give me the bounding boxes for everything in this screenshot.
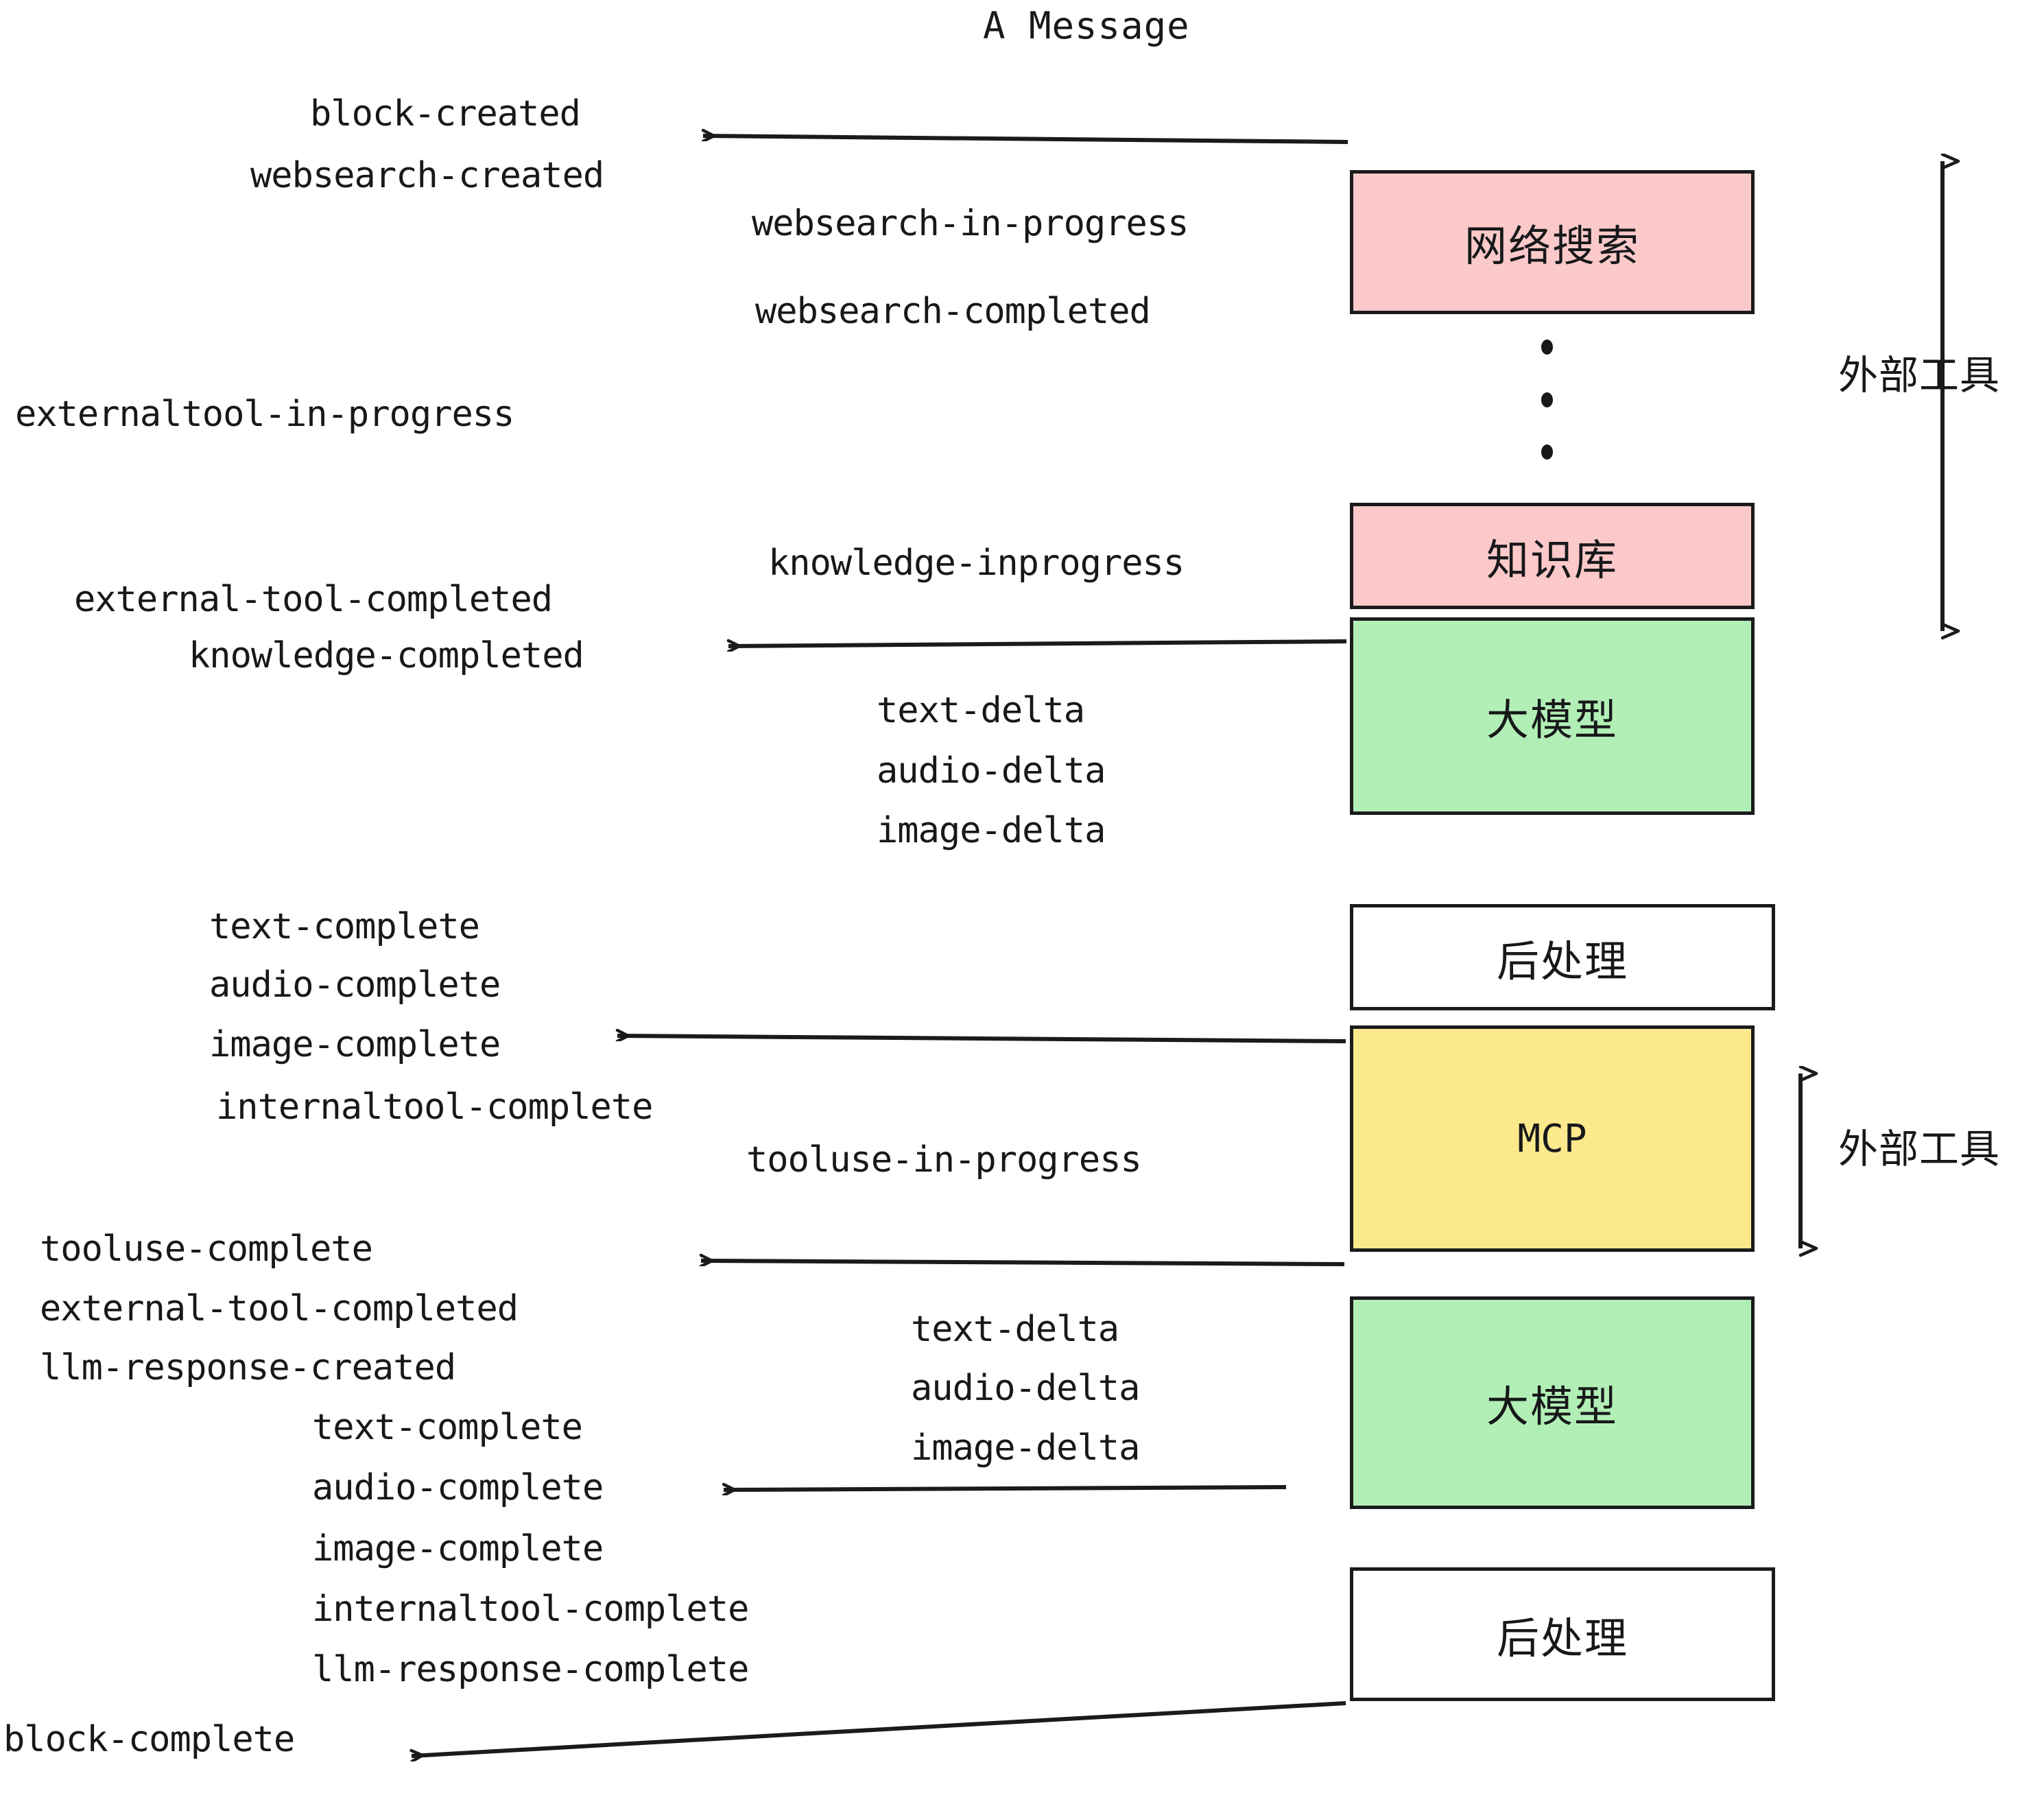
arrow-postprocess1-to-image-complete [617,1036,1346,1043]
event-label-text-delta-2: text-delta [911,1309,1119,1350]
arrow-mcp-to-tooluse-complete [701,1261,1345,1264]
event-label-image-delta-1: image-delta [877,810,1106,851]
component-box-mcp: MCP [1350,1025,1755,1252]
event-label-audio-complete-1: audio-complete [209,964,501,1006]
event-label-external-tool-completed-1: external-tool-completed [74,579,553,620]
component-box-llm-1: 大模型 [1350,617,1755,815]
event-label-block-created: block-created [310,93,581,134]
component-box-knowledge: 知识库 [1350,503,1755,609]
event-label-externaltool-in-progress: externaltool-in-progress [15,394,514,435]
component-box-websearch-label: 网络搜索 [1464,221,1640,271]
component-box-llm-1-label: 大模型 [1486,695,1618,745]
component-box-postprocess-1-label: 后处理 [1496,936,1628,986]
vertical-ellipsis-icon [1540,340,1554,460]
component-box-postprocess-2-label: 后处理 [1496,1613,1628,1663]
arrow-llm2-to-audio-complete [724,1487,1287,1490]
side-annotation-external-tools-top: 外部工具 [1838,352,2001,399]
event-label-websearch-completed: websearch-completed [755,291,1151,332]
event-label-knowledge-inprogress: knowledge-inprogress [768,543,1185,584]
event-label-tooluse-complete: tooluse-complete [40,1229,373,1270]
component-box-knowledge-label: 知识库 [1486,534,1618,585]
arrow-websearch-to-block-created [703,136,1348,144]
component-box-llm-2: 大模型 [1350,1296,1755,1509]
event-label-text-delta-1: text-delta [877,690,1085,731]
arrow-knowledge-to-knowledge-completed [728,641,1347,646]
component-box-postprocess-1: 后处理 [1350,904,1775,1010]
component-box-postprocess-2: 后处理 [1350,1567,1775,1701]
event-label-llm-response-complete: llm-response-complete [312,1649,749,1690]
event-label-text-complete-1: text-complete [209,906,480,947]
event-label-audio-delta-1: audio-delta [877,750,1106,792]
event-label-tooluse-in-progress: tooluse-in-progress [746,1139,1142,1180]
event-label-image-delta-2: image-delta [911,1427,1140,1469]
event-label-internaltool-complete-2: internaltool-complete [312,1589,749,1630]
component-box-websearch: 网络搜索 [1350,170,1755,314]
event-label-image-complete-1: image-complete [209,1024,501,1065]
component-box-llm-2-label: 大模型 [1486,1381,1618,1432]
event-label-text-complete-2: text-complete [312,1407,583,1448]
event-label-block-complete: block-complete [3,1719,295,1760]
event-label-audio-delta-2: audio-delta [911,1368,1140,1409]
component-box-mcp-label: MCP [1517,1116,1587,1161]
arrow-postprocess2-to-block-complete [412,1701,1346,1756]
event-label-llm-response-created: llm-response-created [40,1347,456,1388]
event-label-image-complete-2: image-complete [312,1528,604,1569]
event-label-websearch-in-progress: websearch-in-progress [752,203,1189,244]
event-label-knowledge-completed: knowledge-completed [189,635,584,676]
event-label-audio-complete-2: audio-complete [312,1467,604,1508]
event-label-websearch-created: websearch-created [250,155,604,196]
event-label-external-tool-completed-2: external-tool-completed [40,1288,519,1329]
side-annotation-external-tools-bottom: 外部工具 [1838,1126,2001,1172]
event-label-internaltool-complete-1: internaltool-complete [216,1087,653,1128]
diagram-title: A Message [983,4,1190,47]
